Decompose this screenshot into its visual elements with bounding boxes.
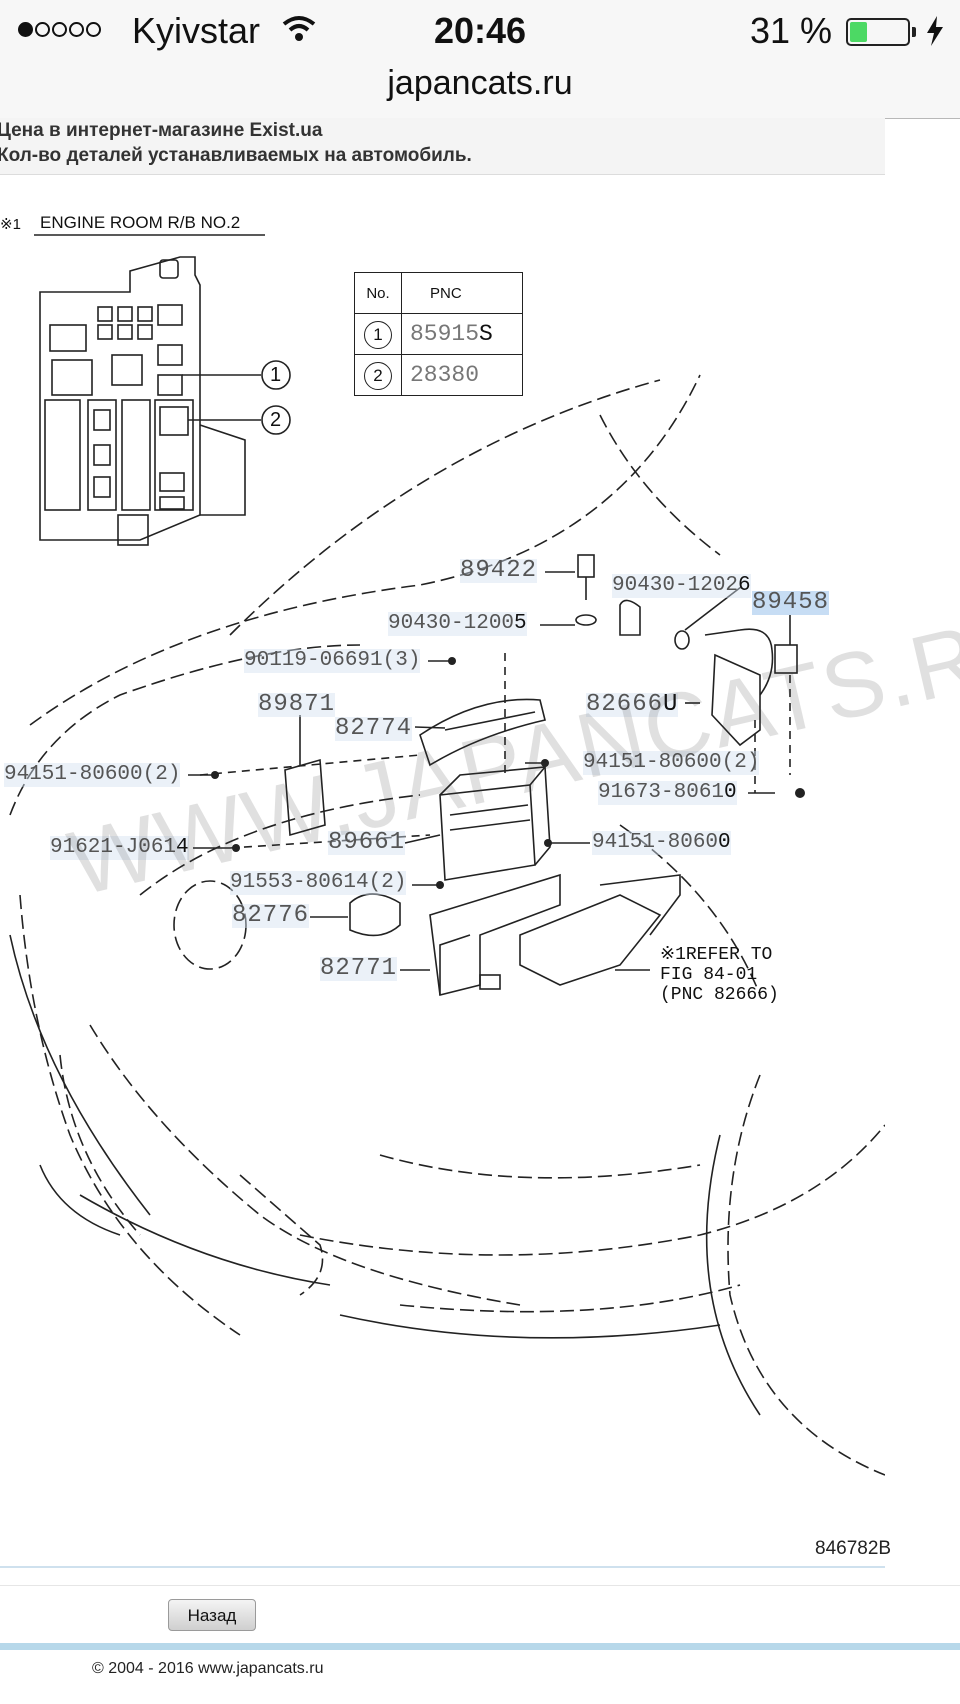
pnc-suffix: S: [479, 321, 493, 347]
battery-percent: 31 %: [749, 10, 832, 51]
pnc-link[interactable]: 28380: [410, 362, 480, 388]
part-link-89422[interactable]: 89422: [460, 557, 538, 584]
back-button[interactable]: Назад: [168, 1599, 256, 1631]
parts-diagram-drawing: [9, 234, 885, 1476]
copyright: © 2004 - 2016 www.japancats.ru: [92, 1660, 324, 1677]
part-link-94151-80600-right[interactable]: 94151-80600(2): [583, 751, 760, 775]
table-header-no: No.: [354, 272, 402, 314]
part-link-89458[interactable]: 89458: [752, 589, 830, 616]
quantity-info-line: Кол-во деталей устанавливаемых на автомо…: [0, 145, 472, 166]
part-link-94151-80600-left[interactable]: 94151-80600(2): [4, 763, 181, 787]
figure-number: 846782B: [815, 1538, 892, 1559]
table-row: 2 28380: [354, 354, 523, 396]
part-link-94151-80600[interactable]: 94151-80600: [592, 831, 731, 855]
carrier-name: Kyivstar: [132, 10, 261, 51]
row-number: 2: [364, 361, 392, 390]
url-text[interactable]: japancats.ru: [387, 64, 573, 102]
table-header-pnc: PNC: [401, 272, 523, 314]
pnc-link[interactable]: 85915: [410, 321, 480, 347]
part-link-82666[interactable]: 82666U: [586, 691, 679, 718]
callout-2: 2: [270, 409, 282, 431]
button-row: Назад: [0, 1585, 960, 1646]
clock: 20:46: [433, 10, 527, 51]
part-link-90430-12026[interactable]: 90430-12026: [612, 574, 751, 598]
refer-note: ※1REFER TO FIG 84-01 (PNC 82666): [660, 945, 779, 1005]
pnc-table: No. PNC 1 85915S 2 28380: [354, 272, 523, 396]
part-link-91553-80614[interactable]: 91553-80614(2): [230, 871, 407, 895]
status-bar: Kyivstar 20:46 31 %: [0, 0, 960, 62]
part-link-90119-06691[interactable]: 90119-06691(3): [244, 649, 421, 673]
inset-mark: ※1: [0, 216, 21, 233]
table-row: 1 85915S: [354, 313, 523, 355]
parts-diagram: ※1 ENGINE ROOM R/B NO.2 1 2 No. PNC 1 85…: [0, 175, 960, 1565]
wifi-icon: [282, 16, 316, 41]
price-info-line: Цена в интернет-магазине Exist.ua: [0, 120, 323, 141]
battery-icon: [846, 18, 916, 46]
part-link-82771[interactable]: 82771: [320, 955, 398, 982]
part-link-82774[interactable]: 82774: [335, 715, 413, 742]
address-bar[interactable]: japancats.ru: [0, 62, 960, 119]
price-info: Цена в интернет-магазине Exist.ua Кол-во…: [0, 118, 885, 175]
signal-strength-icon: [18, 22, 103, 42]
divider: [0, 1566, 885, 1568]
footer-divider: [0, 1643, 960, 1650]
part-link-91621-J0614[interactable]: 91621-J0614: [50, 836, 189, 860]
part-link-89871[interactable]: 89871: [258, 691, 336, 718]
row-number: 1: [364, 320, 392, 349]
part-link-82776[interactable]: 82776: [232, 902, 310, 929]
charging-bolt-icon: [927, 16, 943, 46]
inset-title: ENGINE ROOM R/B NO.2: [40, 213, 241, 232]
callout-1: 1: [270, 364, 282, 386]
part-link-91673-80610[interactable]: 91673-80610: [598, 781, 737, 805]
part-link-90430-12005[interactable]: 90430-12005: [388, 612, 527, 636]
part-link-89661[interactable]: 89661: [328, 829, 406, 856]
